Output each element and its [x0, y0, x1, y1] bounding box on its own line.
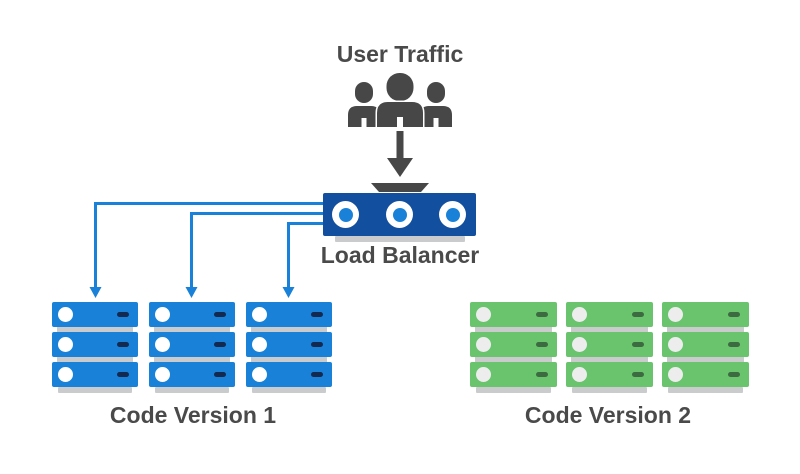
stack-connector [475, 357, 552, 362]
lb-port-icon [386, 201, 413, 228]
stack-connector [251, 327, 327, 332]
server-led-icon [572, 367, 587, 382]
server-led-icon [58, 307, 73, 322]
server-vent-icon [117, 342, 129, 347]
server-stack [246, 302, 332, 393]
server-stack [470, 302, 557, 393]
server-unit [52, 332, 138, 357]
server-unit [246, 332, 332, 357]
server-vent-icon [117, 372, 129, 377]
stack-connector [154, 357, 230, 362]
server-vent-icon [728, 342, 740, 347]
server-unit [149, 332, 235, 357]
code-version-1-label: Code Version 1 [109, 402, 277, 428]
users-icon [348, 71, 452, 129]
stack-connector [475, 327, 552, 332]
server-led-icon [252, 307, 267, 322]
stack-base-shadow [155, 387, 229, 393]
server-led-icon [572, 337, 587, 352]
server-unit [470, 302, 557, 327]
stack-connector [667, 357, 744, 362]
server-led-icon [668, 337, 683, 352]
stack-connector [667, 327, 744, 332]
lb-port-dot-icon [338, 207, 353, 222]
server-vent-icon [536, 372, 548, 377]
user-traffic-label: User Traffic [336, 41, 464, 67]
server-unit [52, 302, 138, 327]
lb-inlet-icon [371, 183, 429, 192]
lb-port-icon [439, 201, 466, 228]
server-unit [149, 362, 235, 387]
lb-port-dot-icon [392, 207, 407, 222]
server-vent-icon [117, 312, 129, 317]
stack-base-shadow [252, 387, 326, 393]
server-unit [662, 332, 749, 357]
server-led-icon [476, 307, 491, 322]
stack-base-shadow [668, 387, 743, 393]
server-led-icon [252, 367, 267, 382]
server-led-icon [668, 307, 683, 322]
server-unit [662, 362, 749, 387]
stack-base-shadow [476, 387, 551, 393]
stack-connector [57, 357, 133, 362]
server-vent-icon [214, 372, 226, 377]
server-led-icon [155, 367, 170, 382]
server-unit [566, 332, 653, 357]
server-vent-icon [728, 372, 740, 377]
server-unit [470, 332, 557, 357]
server-vent-icon [311, 372, 323, 377]
server-led-icon [58, 337, 73, 352]
server-stack [149, 302, 235, 393]
server-unit [566, 302, 653, 327]
stack-connector [154, 327, 230, 332]
server-vent-icon [632, 342, 644, 347]
lb-port-icon [332, 201, 359, 228]
server-unit [566, 362, 653, 387]
server-led-icon [58, 367, 73, 382]
stack-connector [57, 327, 133, 332]
server-unit [246, 362, 332, 387]
server-unit [246, 302, 332, 327]
cluster-code-version-2 [470, 302, 749, 393]
stack-base-shadow [58, 387, 132, 393]
server-vent-icon [311, 342, 323, 347]
server-vent-icon [728, 312, 740, 317]
code-version-2-label: Code Version 2 [524, 402, 692, 428]
lb-port-dot-icon [445, 207, 460, 222]
server-stack [52, 302, 138, 393]
server-led-icon [155, 337, 170, 352]
server-vent-icon [214, 312, 226, 317]
server-unit [52, 362, 138, 387]
server-unit [662, 302, 749, 327]
load-balancer-box [323, 193, 476, 236]
server-led-icon [252, 337, 267, 352]
lb-shadow-bar [335, 236, 465, 242]
stack-connector [251, 357, 327, 362]
server-vent-icon [536, 342, 548, 347]
server-unit [470, 362, 557, 387]
server-led-icon [476, 337, 491, 352]
server-vent-icon [632, 372, 644, 377]
server-led-icon [668, 367, 683, 382]
server-unit [149, 302, 235, 327]
server-led-icon [572, 307, 587, 322]
stack-connector [571, 327, 648, 332]
server-vent-icon [214, 342, 226, 347]
stack-base-shadow [572, 387, 647, 393]
load-balancer-label: Load Balancer [320, 242, 480, 268]
stack-connector [571, 357, 648, 362]
server-vent-icon [536, 312, 548, 317]
server-stack [662, 302, 749, 393]
server-led-icon [155, 307, 170, 322]
cluster-code-version-1 [52, 302, 332, 393]
server-stack [566, 302, 653, 393]
server-vent-icon [632, 312, 644, 317]
server-led-icon [476, 367, 491, 382]
server-vent-icon [311, 312, 323, 317]
down-arrow-icon [387, 131, 413, 177]
